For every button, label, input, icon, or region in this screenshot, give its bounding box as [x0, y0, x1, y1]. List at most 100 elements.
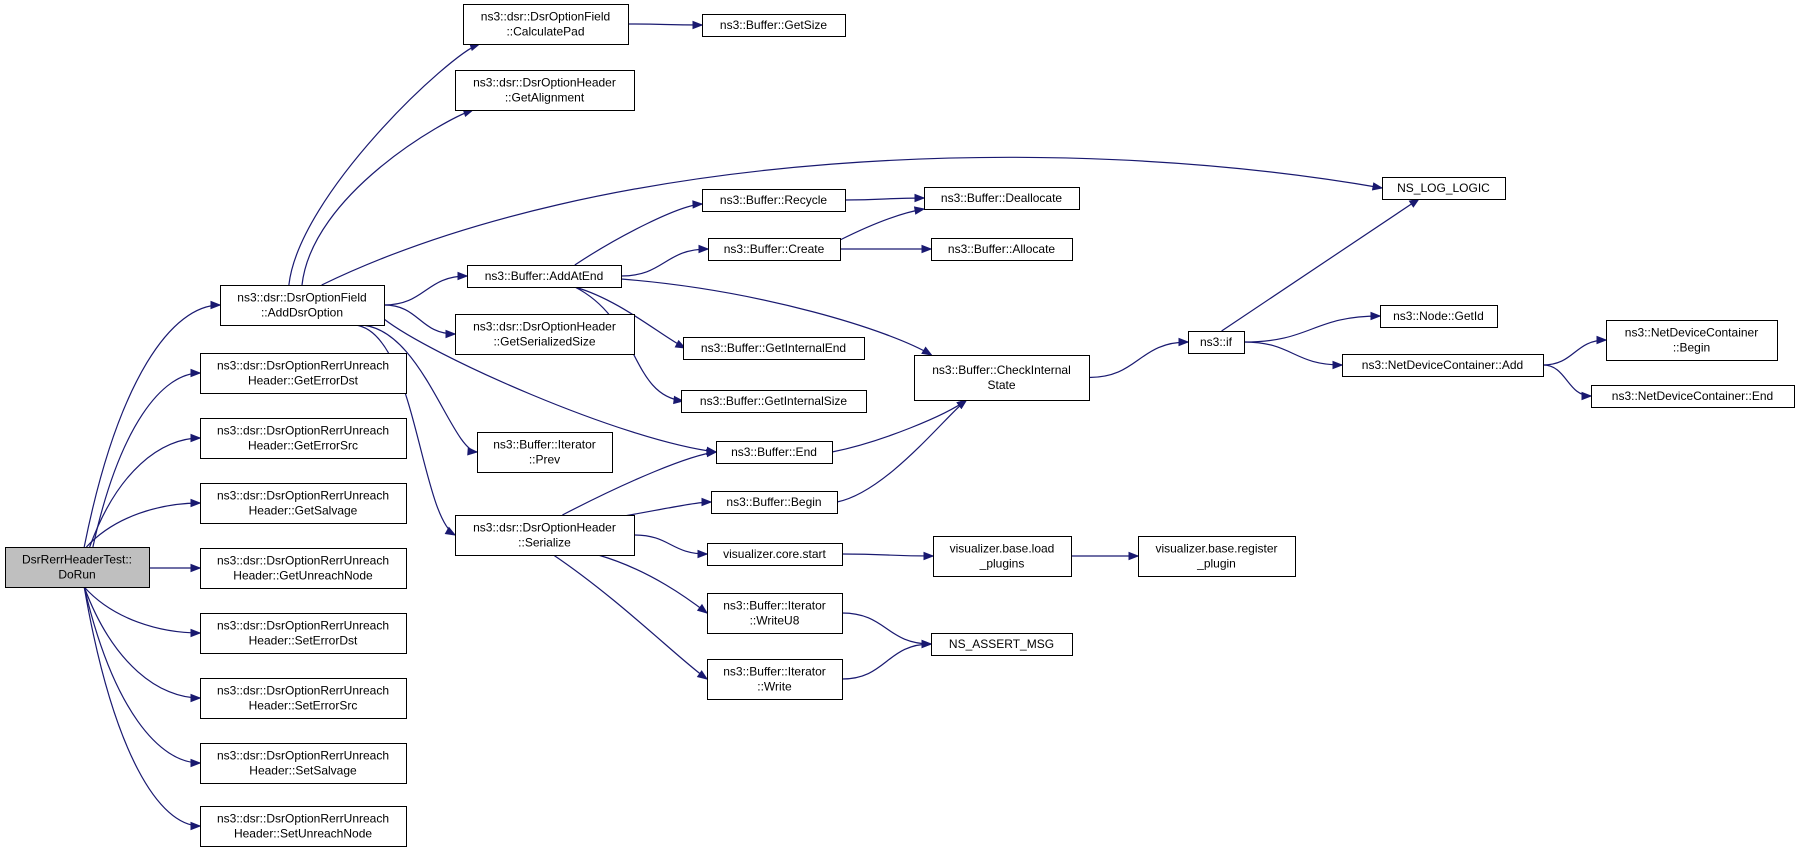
graph-node[interactable]: ns3::dsr::DsrOptionHeader::Serialize [455, 515, 635, 556]
graph-node[interactable]: ns3::dsr::DsrOptionRerrUnreachHeader::Se… [200, 678, 407, 719]
arrowhead-icon [444, 526, 457, 536]
node-label-line: Header::SetSalvage [249, 764, 357, 778]
graph-node[interactable]: ns3::dsr::DsrOptionField::AddDsrOption [220, 285, 385, 326]
graph-node[interactable]: ns3::dsr::DsrOptionField::CalculatePad [463, 4, 629, 45]
graph-node[interactable]: ns3::dsr::DsrOptionRerrUnreachHeader::Se… [200, 743, 407, 784]
arrowhead-icon [1332, 360, 1344, 370]
node-box [681, 390, 867, 413]
graph-node[interactable]: ns3::dsr::DsrOptionRerrUnreachHeader::Se… [200, 613, 407, 654]
node-box [467, 265, 622, 288]
node-box [1606, 320, 1778, 361]
node-box [1138, 536, 1296, 577]
node-box [455, 515, 635, 556]
graph-node[interactable]: ns3::Buffer::GetSize [702, 14, 846, 37]
arrowhead-icon [190, 821, 202, 831]
node-label-line: DoRun [58, 568, 95, 582]
call-edge [1243, 341, 1343, 366]
graph-node[interactable]: ns3::dsr::DsrOptionHeader::GetAlignment [455, 70, 635, 111]
call-edge [574, 203, 703, 266]
graph-node[interactable]: ns3::Buffer::AddAtEnd [467, 265, 622, 288]
node-label-line: ns3::dsr::DsrOptionField [237, 291, 366, 305]
call-edge [841, 553, 934, 557]
call-edge [831, 399, 967, 453]
graph-node[interactable]: ns3::Buffer::Begin [711, 491, 838, 514]
node-box [200, 743, 407, 784]
arrowhead-icon [210, 300, 222, 310]
call-edge [844, 197, 925, 201]
graph-node[interactable]: ns3::dsr::DsrOptionRerrUnreachHeader::Ge… [200, 418, 407, 459]
graph-node[interactable]: ns3::dsr::DsrOptionHeader::GetSerialized… [455, 314, 635, 355]
node-box [1380, 305, 1498, 328]
call-edge [83, 586, 201, 827]
graph-node[interactable]: ns3::NetDeviceContainer::Begin [1606, 320, 1778, 361]
node-label-line: ::AddDsrOption [261, 306, 343, 320]
graph-node[interactable]: ns3::NetDeviceContainer::End [1591, 385, 1795, 408]
graph-node[interactable]: visualizer.base.register_plugin [1138, 536, 1296, 577]
graph-node[interactable]: ns3::dsr::DsrOptionRerrUnreachHeader::Ge… [200, 483, 407, 524]
arrowhead-icon [923, 551, 935, 561]
graph-node[interactable]: ns3::if [1188, 331, 1245, 354]
node-label-line: ns3::dsr::DsrOptionField [481, 10, 610, 24]
node-label-line: DsrRerrHeaderTest:: [22, 553, 132, 567]
node-box [1342, 354, 1544, 377]
node-label-line: ns3::Buffer::End [731, 445, 817, 459]
node-label-line: ns3::dsr::DsrOptionHeader [473, 320, 616, 334]
node-label-line: ns3::dsr::DsrOptionRerrUnreach [217, 489, 389, 503]
graph-node[interactable]: ns3::Buffer::Iterator::WriteU8 [707, 593, 843, 634]
node-label-line: ::Write [757, 680, 792, 694]
node-box [200, 613, 407, 654]
call-edge [383, 304, 456, 335]
graph-node[interactable]: ns3::Buffer::Iterator::Write [707, 659, 843, 700]
node-label-line: ns3::dsr::DsrOptionRerrUnreach [217, 749, 389, 763]
call-edge [620, 278, 932, 356]
arrowhead-icon [190, 758, 202, 768]
node-label-line: visualizer.base.load [950, 542, 1055, 556]
graph-node[interactable]: ns3::Buffer::GetInternalSize [681, 390, 867, 413]
node-box [220, 285, 385, 326]
node-box [683, 337, 865, 360]
graph-node[interactable]: ns3::Buffer::End [716, 441, 833, 464]
arrowhead-icon [696, 603, 709, 614]
graph-node[interactable]: ns3::Buffer::Deallocate [924, 187, 1080, 210]
graph-node[interactable]: ns3::dsr::DsrOptionRerrUnreachHeader::Ge… [200, 548, 407, 589]
arrowhead-icon [190, 498, 202, 508]
graph-node[interactable]: ns3::dsr::DsrOptionRerrUnreachHeader::Se… [200, 806, 407, 847]
call-graph-nodes: DsrRerrHeaderTest::DoRunns3::dsr::DsrOpt… [5, 4, 1795, 847]
node-label-line: visualizer.core.start [723, 547, 826, 561]
call-edge [839, 208, 925, 241]
root-node[interactable]: DsrRerrHeaderTest::DoRun [5, 547, 150, 588]
graph-node[interactable]: ns3::Buffer::GetInternalEnd [683, 337, 865, 360]
node-box [200, 678, 407, 719]
call-edge [89, 437, 201, 548]
graph-node[interactable]: ns3::NetDeviceContainer::Add [1342, 354, 1544, 377]
arrowhead-icon [190, 628, 202, 638]
arrowhead-icon [1178, 337, 1190, 347]
arrowhead-icon [692, 200, 704, 209]
graph-node[interactable]: ns3::Buffer::Create [708, 238, 841, 261]
call-edge [288, 43, 480, 286]
graph-node[interactable]: visualizer.core.start [707, 543, 843, 566]
graph-node[interactable]: ns3::dsr::DsrOptionRerrUnreachHeader::Ge… [200, 353, 407, 394]
call-edge [562, 451, 717, 516]
node-label-line: ::Prev [529, 453, 560, 467]
node-label-line: ns3::dsr::DsrOptionRerrUnreach [217, 554, 389, 568]
arrowhead-icon [913, 206, 926, 215]
graph-node[interactable]: ns3::Buffer::Allocate [931, 238, 1073, 261]
arrowhead-icon [697, 549, 709, 559]
graph-node[interactable]: ns3::Node::GetId [1380, 305, 1498, 328]
arrowhead-icon [190, 693, 202, 703]
call-edge [1243, 315, 1381, 343]
graph-node[interactable]: NS_ASSERT_MSG [931, 633, 1073, 656]
graph-node[interactable]: NS_LOG_LOGIC [1382, 177, 1506, 200]
node-label-line: ns3::NetDeviceContainer [1625, 326, 1758, 340]
call-edge [1542, 364, 1592, 397]
graph-node[interactable]: visualizer.base.load_plugins [933, 536, 1072, 577]
arrowhead-icon [706, 448, 718, 458]
node-label-line: Header::SetErrorSrc [249, 699, 358, 713]
graph-node[interactable]: ns3::Buffer::Recycle [702, 189, 846, 212]
node-label-line: visualizer.base.register [1155, 542, 1277, 556]
graph-node[interactable]: ns3::Buffer::Iterator::Prev [477, 432, 613, 473]
node-label-line: Header::SetErrorDst [249, 634, 358, 648]
call-edge [620, 248, 709, 277]
